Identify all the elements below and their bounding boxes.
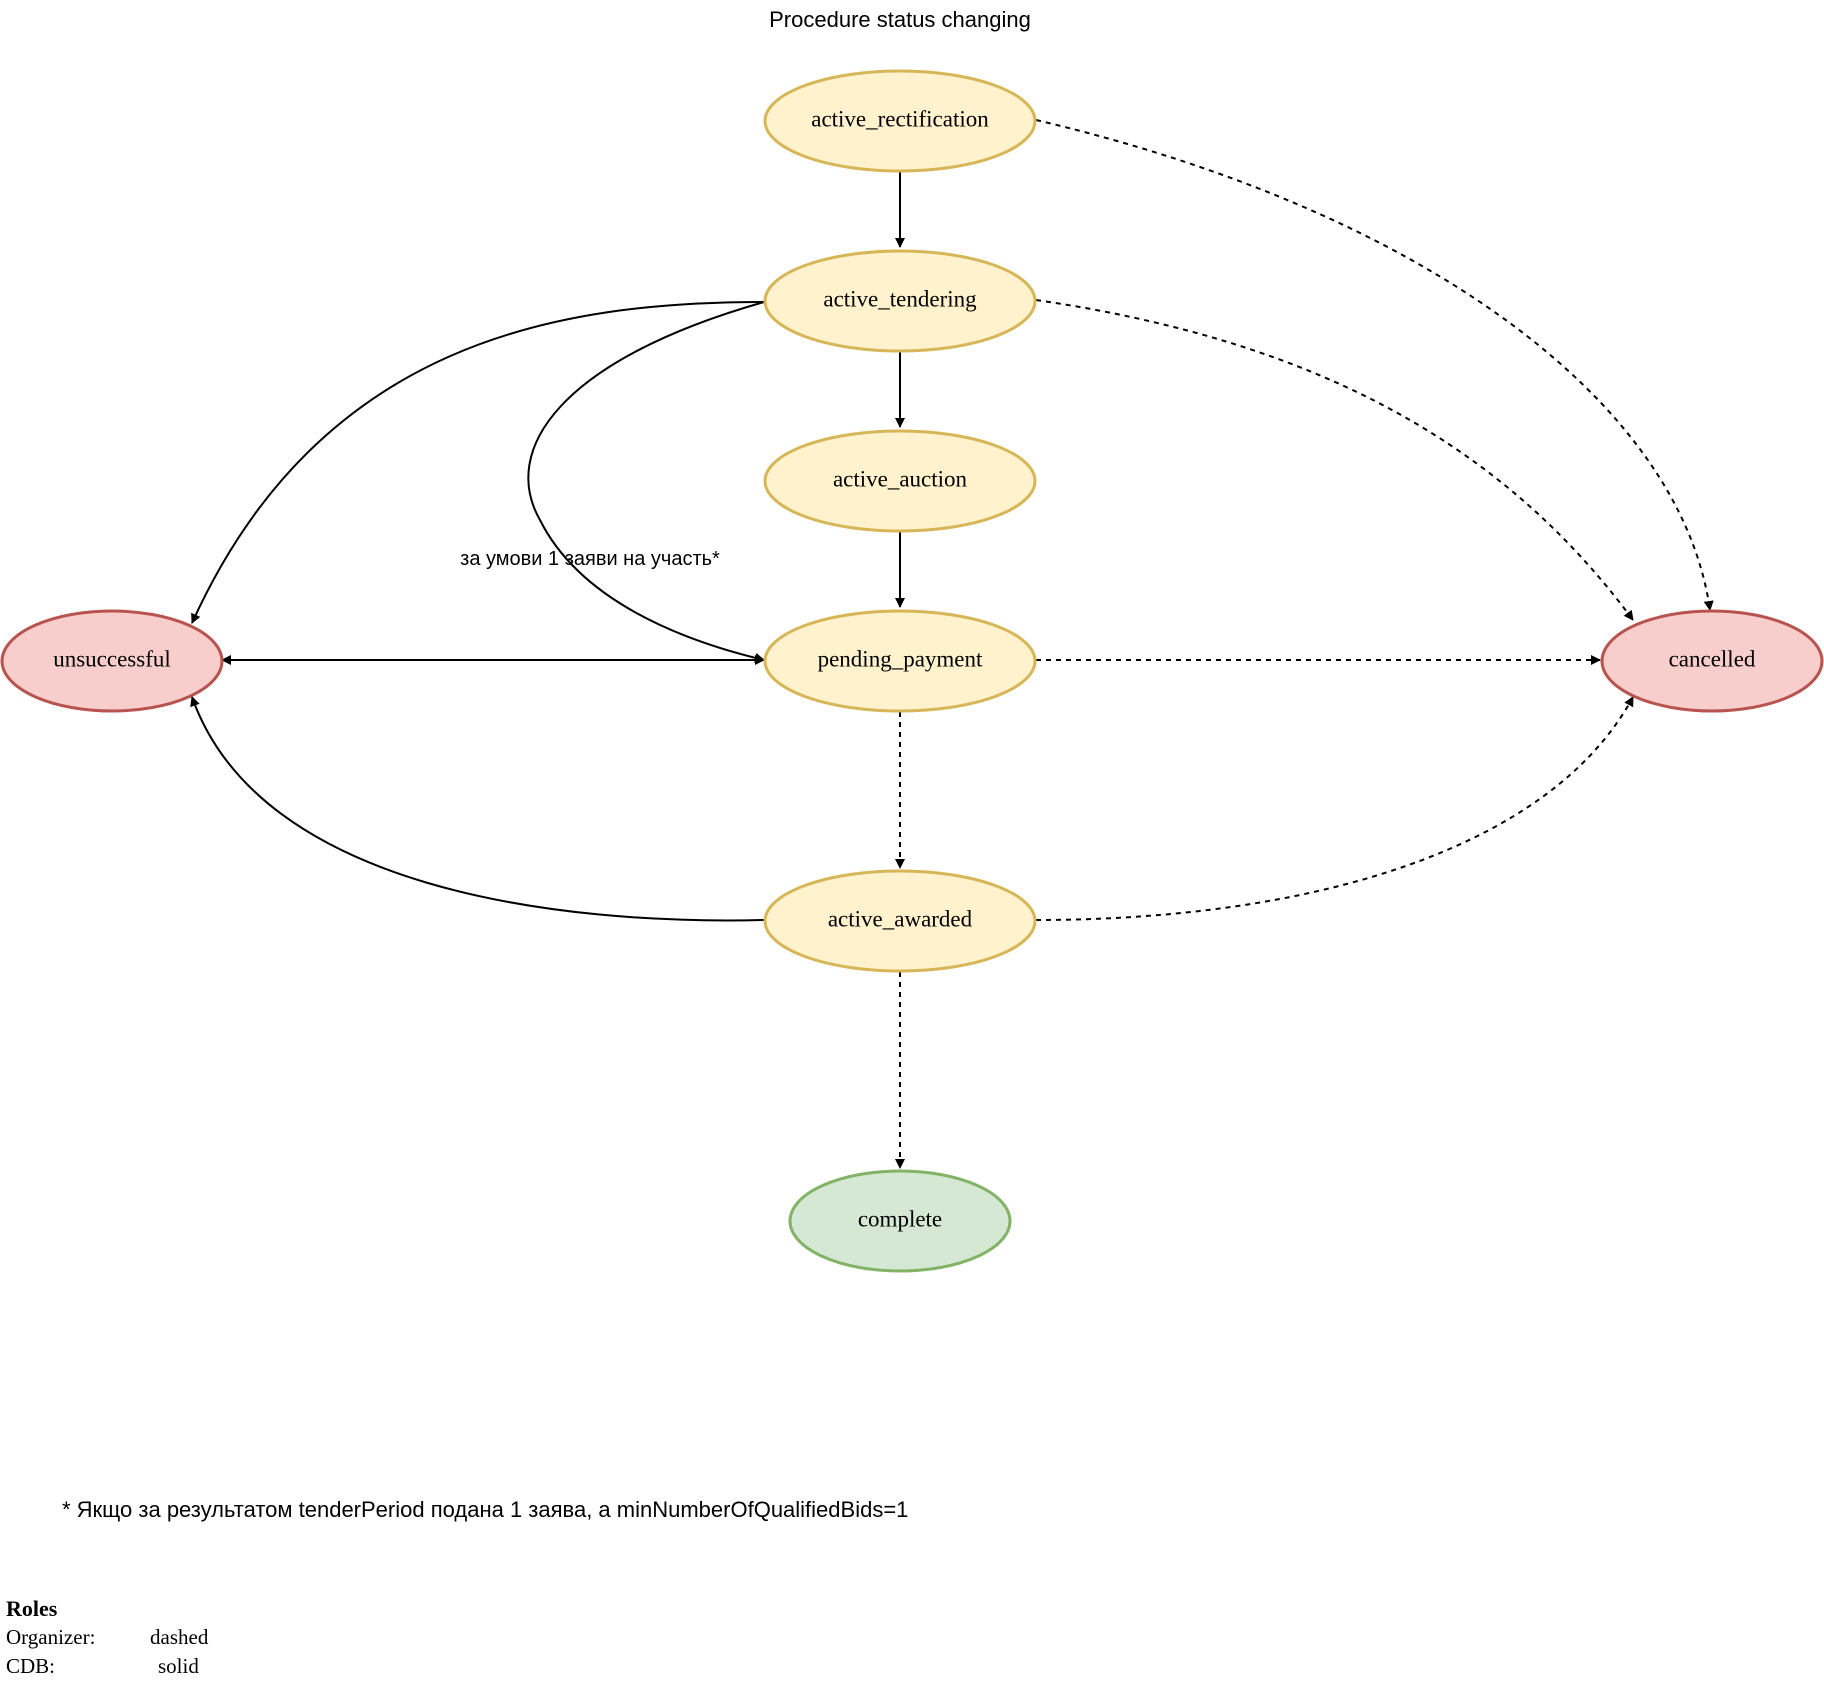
node-active-tendering: active_tendering: [763, 249, 1037, 353]
node-pending-payment: pending_payment: [763, 609, 1037, 713]
roles-title: Roles: [6, 1596, 58, 1621]
roles-cdb-value: solid: [158, 1654, 199, 1678]
node-complete: complete: [788, 1169, 1012, 1273]
node-label-active-tendering: active_tendering: [823, 286, 977, 311]
node-label-unsuccessful: unsuccessful: [53, 646, 171, 671]
diagram-title: Procedure status changing: [769, 7, 1031, 32]
node-cancelled: cancelled: [1600, 609, 1824, 713]
node-label-cancelled: cancelled: [1669, 646, 1756, 671]
node-label-pending-payment: pending_payment: [818, 646, 983, 671]
node-label-active-auction: active_auction: [833, 466, 968, 491]
edge-awarded-to-cancelled: [1035, 696, 1634, 921]
edge-label-one-bid: за умови 1 заяви на участь*: [460, 548, 720, 570]
node-label-complete: complete: [858, 1206, 942, 1231]
edge-tendering-to-cancelled: [1035, 299, 1634, 621]
node-active-rectification: active_rectification: [763, 69, 1037, 173]
node-label-active-rectification: active_rectification: [811, 106, 989, 131]
node-unsuccessful: unsuccessful: [0, 609, 224, 713]
roles-organizer-value: dashed: [150, 1625, 209, 1649]
roles-organizer-label: Organizer:: [6, 1625, 95, 1649]
edge-tendering-to-unsuccessful: [191, 301, 765, 624]
edge-tendering-to-pending-payment: [527, 301, 765, 663]
node-active-awarded: active_awarded: [763, 869, 1037, 973]
node-active-auction: active_auction: [763, 429, 1037, 533]
edge-awarded-to-unsuccessful: [190, 696, 765, 922]
edge-rectification-to-cancelled: [1035, 119, 1714, 611]
roles-legend: Roles Organizer: dashed CDB: solid: [6, 1596, 209, 1678]
node-label-active-awarded: active_awarded: [828, 906, 973, 931]
footnote: * Якщо за результатом tenderPeriod подан…: [62, 1497, 908, 1522]
roles-cdb-label: CDB:: [6, 1654, 55, 1678]
